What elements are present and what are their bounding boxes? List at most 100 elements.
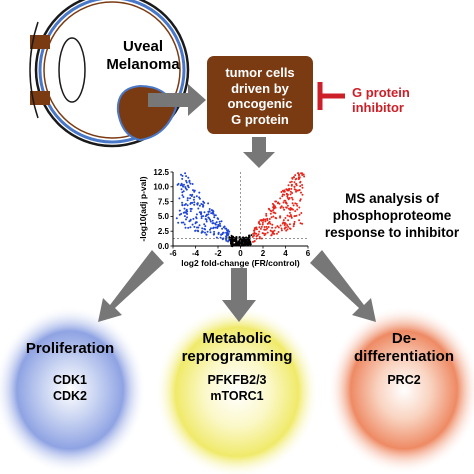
volcano-point bbox=[203, 223, 206, 226]
volcano-point bbox=[260, 225, 263, 228]
outcome-title-line2: reprogramming bbox=[181, 348, 293, 365]
ms-analysis-label: MS analysis of phosphoproteome response … bbox=[322, 190, 462, 241]
volcano-point bbox=[199, 211, 202, 214]
volcano-point bbox=[186, 184, 189, 187]
volcano-point bbox=[303, 175, 306, 178]
volcano-point bbox=[259, 227, 262, 230]
volcano-point bbox=[297, 178, 300, 181]
volcano-point bbox=[293, 215, 296, 218]
volcano-point bbox=[215, 221, 218, 224]
volcano-point bbox=[250, 234, 253, 237]
volcano-point bbox=[290, 216, 293, 219]
volcano-point bbox=[281, 189, 284, 192]
volcano-point bbox=[184, 186, 187, 188]
x-tick-label: 0 bbox=[238, 249, 243, 258]
volcano-point bbox=[214, 223, 217, 226]
volcano-point bbox=[270, 216, 273, 219]
volcano-point bbox=[204, 231, 206, 234]
arrow-to-dedifferentiation bbox=[310, 250, 376, 322]
volcano-point bbox=[284, 199, 287, 202]
volcano-point bbox=[264, 220, 267, 223]
volcano-point bbox=[289, 211, 291, 214]
volcano-point bbox=[254, 228, 256, 230]
volcano-point bbox=[299, 181, 302, 184]
volcano-point bbox=[245, 243, 248, 246]
ms-line2: phosphoproteome bbox=[332, 208, 452, 223]
volcano-point bbox=[218, 224, 221, 227]
volcano-point bbox=[298, 213, 301, 216]
volcano-point bbox=[179, 184, 182, 187]
volcano-point bbox=[283, 221, 286, 224]
volcano-point bbox=[271, 223, 274, 226]
volcano-point bbox=[293, 188, 296, 191]
volcano-point bbox=[207, 213, 210, 216]
volcano-point bbox=[193, 189, 196, 192]
volcano-point bbox=[292, 208, 294, 211]
volcano-point bbox=[225, 227, 228, 230]
volcano-point bbox=[299, 198, 302, 201]
volcano-point bbox=[185, 175, 188, 178]
volcano-point bbox=[296, 208, 299, 211]
volcano-point bbox=[301, 174, 304, 176]
volcano-point bbox=[265, 225, 268, 228]
volcano-point bbox=[285, 226, 287, 229]
volcano-point bbox=[298, 206, 301, 209]
proliferation-glow bbox=[0, 306, 146, 474]
volcano-point bbox=[272, 230, 275, 233]
volcano-point bbox=[274, 216, 277, 219]
volcano-point bbox=[216, 217, 219, 220]
volcano-point bbox=[288, 215, 291, 218]
volcano-point bbox=[294, 210, 297, 213]
volcano-point bbox=[180, 221, 183, 224]
volcano-point bbox=[207, 202, 210, 205]
volcano-point bbox=[251, 235, 254, 238]
volcano-point bbox=[295, 183, 298, 185]
volcano-point bbox=[191, 193, 194, 196]
volcano-point bbox=[279, 206, 282, 209]
y-tick-label: 10.0 bbox=[153, 183, 169, 192]
volcano-point bbox=[276, 232, 278, 235]
volcano-point bbox=[186, 204, 189, 207]
volcano-point bbox=[268, 218, 271, 220]
volcano-point bbox=[293, 223, 295, 226]
volcano-point bbox=[286, 193, 288, 196]
volcano-point bbox=[252, 240, 254, 243]
volcano-point bbox=[272, 211, 275, 214]
volcano-point bbox=[291, 198, 294, 201]
volcano-point bbox=[286, 224, 289, 227]
volcano-point bbox=[178, 197, 181, 200]
volcano-point bbox=[273, 232, 276, 235]
volcano-point bbox=[253, 234, 255, 237]
volcano-point bbox=[198, 224, 201, 227]
volcano-point bbox=[228, 239, 230, 242]
volcano-point bbox=[213, 232, 216, 235]
eye-illustration bbox=[29, 0, 190, 148]
tumor-box-line4: G protein bbox=[231, 111, 289, 127]
y-axis-label: -log10(adj p-val) bbox=[140, 176, 148, 241]
volcano-point bbox=[289, 193, 292, 196]
g-protein-inhibitor-label: G protein inhibitor bbox=[352, 85, 452, 115]
ms-line1: MS analysis of bbox=[345, 191, 439, 206]
volcano-point bbox=[280, 191, 283, 193]
volcano-point bbox=[204, 218, 207, 220]
volcano-point bbox=[193, 196, 196, 199]
volcano-point bbox=[287, 225, 290, 228]
volcano-point bbox=[191, 223, 194, 226]
volcano-point bbox=[267, 226, 270, 228]
x-tick-label: 6 bbox=[306, 249, 311, 258]
volcano-point bbox=[299, 185, 302, 188]
volcano-point bbox=[235, 240, 238, 243]
volcano-point bbox=[269, 212, 272, 215]
outcome-title: Metabolic bbox=[202, 330, 272, 347]
volcano-point bbox=[289, 181, 292, 184]
volcano-point bbox=[255, 232, 258, 235]
volcano-point bbox=[181, 184, 184, 187]
volcano-point bbox=[178, 213, 181, 216]
volcano-point bbox=[286, 228, 289, 231]
volcano-point bbox=[301, 184, 304, 186]
volcano-point bbox=[189, 226, 192, 229]
volcano-point bbox=[289, 214, 292, 216]
volcano-point bbox=[295, 177, 298, 180]
volcano-point bbox=[300, 191, 302, 194]
volcano-point bbox=[282, 206, 285, 209]
